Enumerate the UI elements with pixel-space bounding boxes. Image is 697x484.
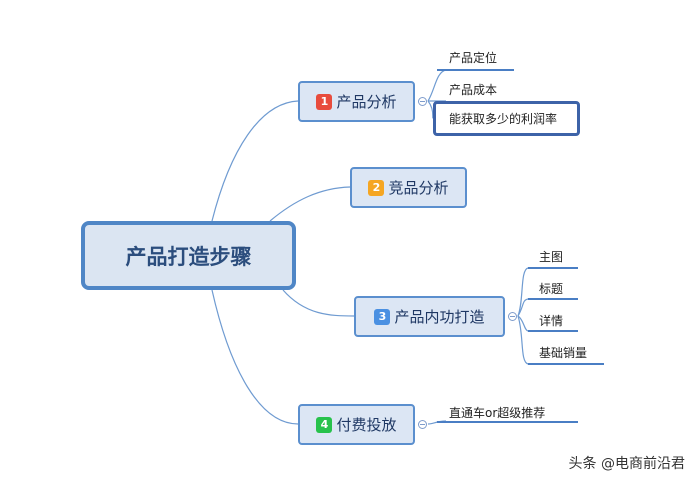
branch-node-4[interactable]: 4 付费投放 — [298, 404, 415, 445]
collapse-toggle-3[interactable] — [508, 312, 517, 321]
leaf-3-1[interactable]: 主图 — [539, 250, 564, 264]
branch-node-3[interactable]: 3 产品内功打造 — [354, 296, 505, 337]
leaf-4-1[interactable]: 直通车or超级推荐 — [449, 406, 546, 420]
leaf-underline — [528, 267, 578, 269]
branch-label-1: 产品分析 — [336, 93, 397, 111]
leaf-underline — [528, 330, 578, 332]
leaf-1-3-label: 能获取多少的利润率 — [449, 112, 558, 126]
collapse-toggle-1[interactable] — [418, 97, 427, 106]
collapse-toggle-4[interactable] — [418, 420, 427, 429]
leaf-1-3-selected[interactable]: 能获取多少的利润率 — [433, 101, 580, 136]
branch-label-4: 付费投放 — [336, 416, 397, 434]
leaf-3-4[interactable]: 基础销量 — [539, 346, 588, 360]
branch-node-1[interactable]: 1 产品分析 — [298, 81, 415, 122]
root-node[interactable]: 产品打造步骤 — [81, 221, 296, 290]
leaf-1-2[interactable]: 产品成本 — [449, 83, 498, 97]
branch-node-2[interactable]: 2 竞品分析 — [350, 167, 467, 208]
badge-1: 1 — [316, 93, 333, 110]
branch-label-2: 竞品分析 — [388, 179, 449, 197]
root-label: 产品打造步骤 — [125, 244, 252, 269]
leaf-underline — [528, 298, 578, 300]
branch-label-3: 产品内功打造 — [394, 308, 485, 326]
badge-2: 2 — [368, 179, 385, 196]
leaf-underline — [437, 69, 514, 71]
leaf-underline — [437, 421, 578, 423]
badge-4: 4 — [316, 416, 333, 433]
watermark: 头条 @电商前沿君 — [568, 456, 685, 472]
leaf-3-3[interactable]: 详情 — [539, 314, 564, 328]
leaf-3-2[interactable]: 标题 — [539, 282, 564, 296]
leaf-underline — [528, 363, 604, 365]
leaf-1-1[interactable]: 产品定位 — [449, 51, 498, 65]
badge-3: 3 — [374, 308, 391, 325]
